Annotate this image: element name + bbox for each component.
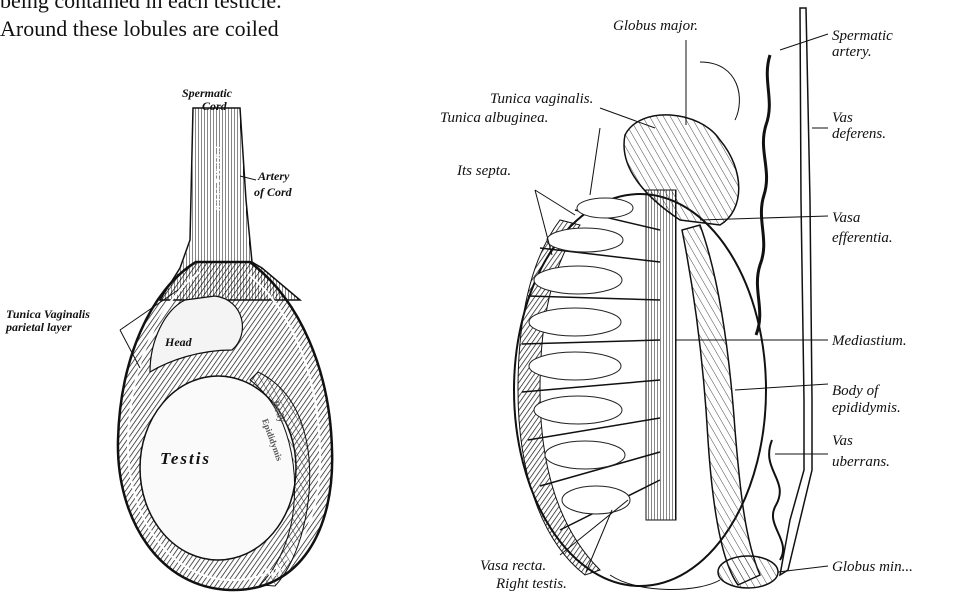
globus-minor	[718, 556, 778, 588]
label-spermatic-artery-1: Spermatic	[832, 28, 893, 44]
label-vasa-efferentia-1: Vasa	[832, 210, 860, 226]
vas-deferens	[780, 8, 812, 575]
label-tunica-vaginalis: Tunica vaginalis.	[490, 91, 593, 107]
label-tunica-vaginalis-1: Tunica Vaginalis	[6, 307, 90, 321]
label-mediastium: Mediastium.	[831, 333, 907, 349]
label-spermatic-artery-2: artery.	[832, 44, 872, 60]
globus-major	[624, 115, 739, 225]
label-tunica-albuginea: Tunica albuginea.	[440, 110, 548, 126]
label-vasa-recta: Vasa recta.	[480, 558, 546, 574]
label-vas-aberrans-1: Vas	[832, 433, 853, 449]
label-vas-deferens-1: Vas	[832, 110, 853, 126]
label-right-testis: Right testis.	[495, 576, 567, 592]
label-globus-minor: Globus min...	[832, 559, 913, 575]
left-testis-illustration	[118, 108, 332, 590]
label-cremaster: CREMASTER	[212, 146, 222, 213]
mediastinum	[646, 190, 676, 520]
spermatic-artery	[756, 55, 770, 335]
label-globus-major: Globus major.	[613, 18, 698, 34]
label-body-of-epididymis-2: epididymis.	[832, 400, 901, 416]
label-tunica-vaginalis-2: parietal layer	[5, 320, 72, 334]
label-head: Head	[164, 335, 193, 349]
vas-aberrans	[769, 440, 783, 560]
label-artery-of-cord-1: Artery	[257, 169, 290, 183]
label-vas-deferens-2: deferens.	[832, 126, 886, 142]
label-its-septa: Its septa.	[456, 163, 511, 179]
label-spermatic-cord-2: Cord	[202, 99, 228, 113]
label-tail: Tail	[262, 565, 282, 579]
label-vasa-efferentia-2: efferentia.	[832, 230, 893, 246]
label-artery-of-cord-2: of Cord	[254, 185, 293, 199]
label-testis: Testis	[160, 449, 211, 468]
label-spermatic-cord-1: Spermatic	[182, 86, 233, 100]
label-body-of-epididymis-1: Body of	[832, 383, 880, 399]
label-vas-aberrans-2: uberrans.	[832, 454, 890, 470]
epididymis-body	[682, 225, 760, 585]
